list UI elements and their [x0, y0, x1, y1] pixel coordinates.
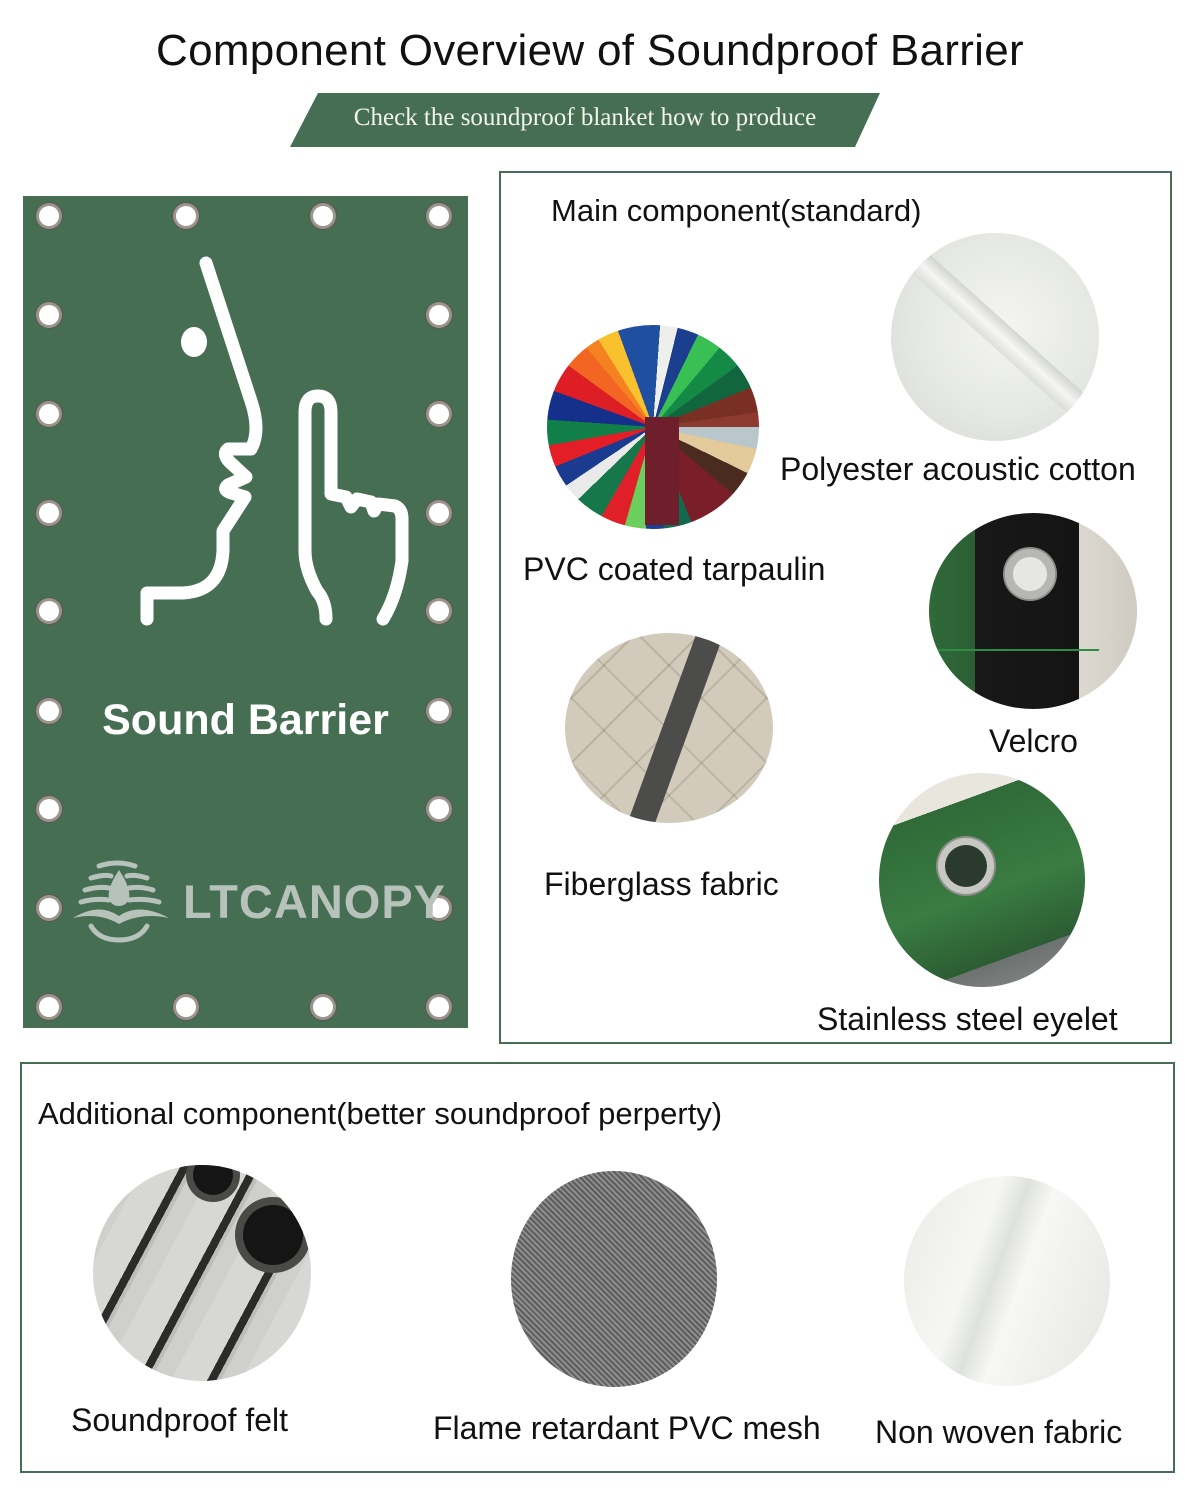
grommet-icon — [39, 898, 59, 918]
grommet-icon — [429, 799, 449, 819]
soundproof-felt-label: Soundproof felt — [71, 1402, 289, 1438]
grommet-icon — [39, 701, 59, 721]
ltcanopy-logo-icon — [73, 860, 169, 943]
grommet-icon — [39, 206, 59, 226]
pvc-mesh-label: Flame retardant PVC mesh — [433, 1410, 821, 1446]
grommet-icon — [429, 997, 449, 1017]
shush-face-finger-icon — [140, 256, 409, 626]
velcro-label: Velcro — [989, 723, 1078, 759]
grommet-icon — [39, 799, 59, 819]
grommet-icon — [429, 404, 449, 424]
additional-component-heading: Additional component(better soundproof p… — [38, 1096, 723, 1131]
grommet-icon — [39, 503, 59, 523]
additional-component-panel: Additional component(better soundproof p… — [20, 1062, 1175, 1473]
brand-name: LTCANOPY — [183, 874, 447, 928]
stainless-eyelet-label: Stainless steel eyelet — [817, 1001, 1118, 1037]
grommet-icon — [429, 206, 449, 226]
banner-label: Check the soundproof blanket how to prod… — [353, 104, 817, 131]
fiberglass-fabric-label: Fiberglass fabric — [544, 866, 779, 902]
grommet-icon — [429, 701, 449, 721]
grommet-icon — [429, 305, 449, 325]
subtitle-banner: Check the soundproof blanket how to prod… — [290, 93, 880, 147]
banner-parallelogram-shape — [290, 93, 880, 147]
brand-logo: LTCANOPY — [69, 856, 446, 946]
grommet-icon — [39, 404, 59, 424]
velcro-eyelet-photo — [929, 513, 1137, 709]
grommet-icon — [176, 997, 196, 1017]
grommet-icon — [313, 206, 333, 226]
grommet-icon — [313, 997, 333, 1017]
green-tarp-eyelet-photo — [879, 773, 1085, 987]
grommet-icon — [429, 898, 449, 918]
grommet-icon — [39, 305, 59, 325]
grommet-icon — [429, 503, 449, 523]
polyester-cotton-photo — [891, 233, 1099, 441]
quilted-fiberglass-ruler-photo — [565, 633, 773, 823]
pvc-tarpaulin-label: PVC coated tarpaulin — [523, 551, 826, 587]
grommet-icon — [39, 601, 59, 621]
sound-barrier-sign: Sound Barrier LTCANOPY — [23, 196, 468, 1028]
sign-title: Sound Barrier — [102, 696, 389, 744]
page-title: Component Overview of Soundproof Barrier — [156, 26, 1024, 75]
main-component-heading: Main component(standard) — [551, 193, 922, 228]
grommet-icon — [429, 601, 449, 621]
grommet-icon — [176, 206, 196, 226]
main-component-panel: Main component(standard) Polyester acous… — [499, 171, 1172, 1044]
nonwoven-fabric-label: Non woven fabric — [875, 1414, 1123, 1450]
polyester-cotton-label: Polyester acoustic cotton — [780, 451, 1136, 487]
grey-mesh-photo — [511, 1171, 717, 1387]
color-swatch-fan-photo — [547, 325, 759, 529]
grommet-icon — [39, 997, 59, 1017]
felt-rolls-photo — [93, 1165, 311, 1381]
white-nonwoven-photo — [904, 1176, 1110, 1386]
